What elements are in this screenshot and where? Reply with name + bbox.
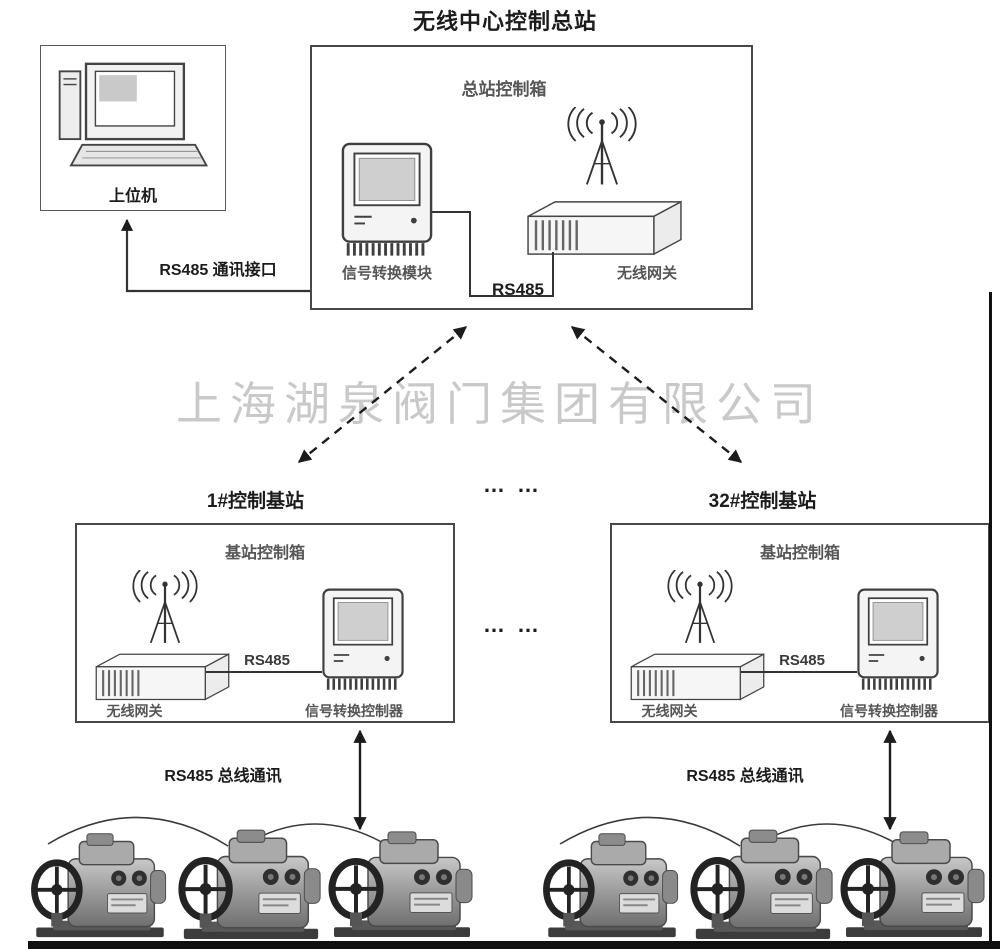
signal-controller-icon bbox=[320, 587, 406, 692]
gateway-icon bbox=[625, 650, 770, 702]
base-right-controller-label: 信号转换控制器 bbox=[840, 703, 938, 719]
gateway-icon bbox=[522, 197, 687, 257]
base-right-rs485-label: RS485 bbox=[779, 652, 825, 669]
master-gateway-label: 无线网关 bbox=[616, 265, 677, 282]
base-left-box: 基站控制箱 RS485 无线网关 信号转换控制器 bbox=[75, 523, 455, 723]
antenna-icon bbox=[567, 107, 637, 186]
base-left-title: 1#控制基站 bbox=[206, 491, 305, 512]
base-right-gateway-label: 无线网关 bbox=[641, 703, 698, 719]
valve-actuator-icon bbox=[537, 828, 687, 940]
gateway-icon bbox=[90, 650, 235, 702]
master-rs485-label: RS485 bbox=[492, 280, 544, 299]
desktop-computer-icon bbox=[58, 62, 208, 167]
master-box-label: 总站控制箱 bbox=[461, 80, 547, 99]
base-left-controller-label: 信号转换控制器 bbox=[305, 703, 403, 719]
base-right-title: 32#控制基站 bbox=[708, 491, 817, 512]
scan-artifact-right bbox=[989, 292, 992, 949]
host-computer-box: 上位机 bbox=[40, 45, 226, 211]
ellipsis-top: … … bbox=[482, 472, 543, 497]
bus-label-right: RS485 总线通讯 bbox=[686, 768, 804, 785]
base-right-box-label: 基站控制箱 bbox=[759, 545, 840, 562]
base-right-box: 基站控制箱 RS485 无线网关 信号转换控制器 bbox=[610, 523, 990, 723]
scan-artifact-bottom bbox=[28, 941, 1000, 949]
diagram-title: 无线中心控制总站 bbox=[412, 9, 597, 34]
antenna-icon bbox=[667, 570, 733, 645]
base-left-gateway-label: 无线网关 bbox=[106, 703, 163, 719]
valve-actuator-icon bbox=[322, 826, 482, 940]
host-label: 上位机 bbox=[108, 188, 157, 205]
watermark: 上海湖泉阀门集团有限公司 bbox=[176, 378, 824, 430]
module-label: 信号转换模块 bbox=[341, 265, 432, 282]
valve-actuator-icon bbox=[684, 824, 842, 942]
master-station-box: 总站控制箱 信号转换模块 无线网关 RS485 bbox=[310, 45, 753, 310]
base-left-rs485-label: RS485 bbox=[244, 652, 290, 669]
bus-label-left: RS485 总线通讯 bbox=[164, 768, 282, 785]
valve-actuator-icon bbox=[25, 828, 175, 940]
valve-actuator-icon bbox=[834, 826, 994, 940]
base-left-box-label: 基站控制箱 bbox=[224, 545, 305, 562]
rs485-interface-label: RS485 通讯接口 bbox=[159, 262, 277, 279]
antenna-icon bbox=[132, 570, 198, 645]
signal-module-icon bbox=[337, 142, 437, 257]
ellipsis-middle: … … bbox=[482, 612, 543, 637]
valve-actuator-icon bbox=[172, 824, 330, 942]
signal-controller-icon bbox=[855, 587, 941, 692]
